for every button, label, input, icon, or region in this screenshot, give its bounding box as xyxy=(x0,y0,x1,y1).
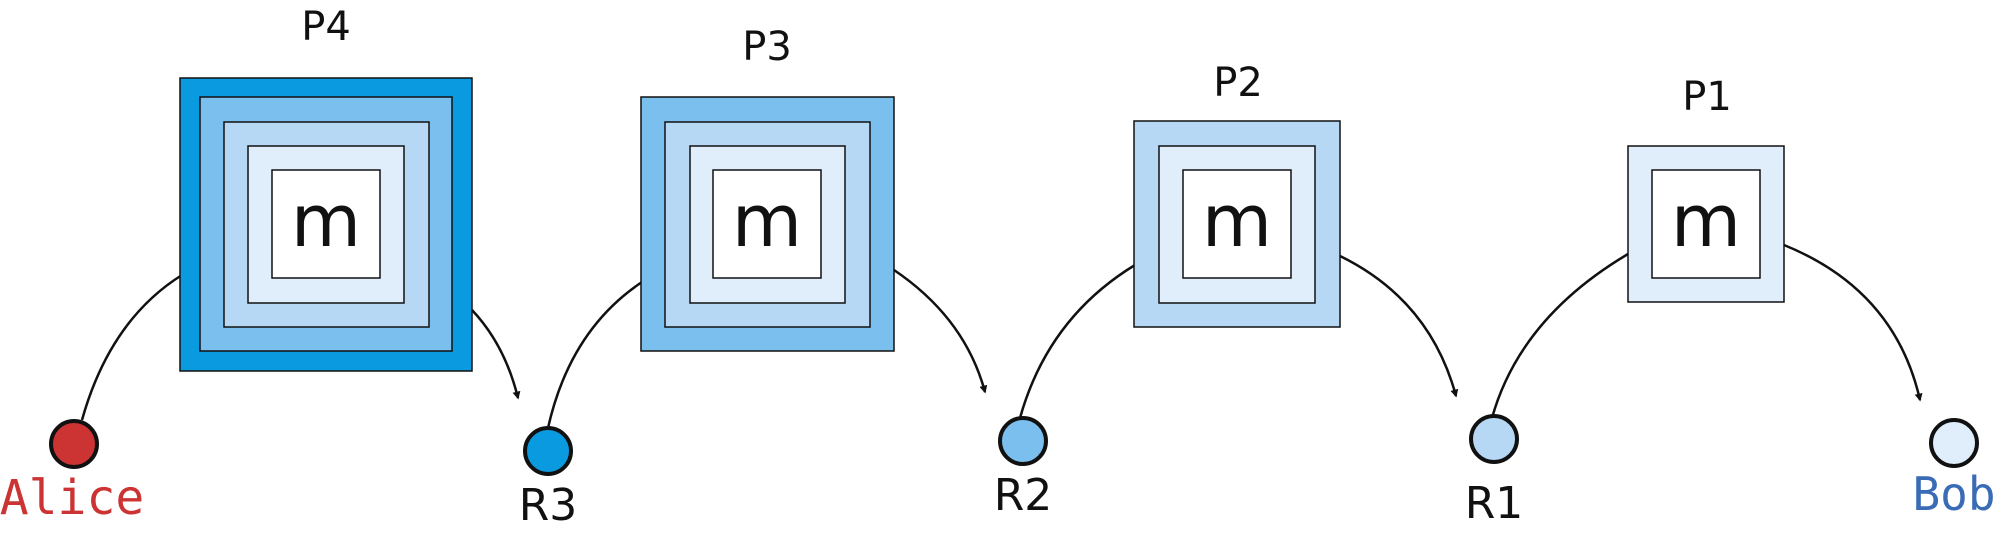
arrow-p1-to-bob xyxy=(1783,243,1923,402)
message-core xyxy=(1651,169,1761,279)
node-label: Alice xyxy=(0,470,144,526)
node-circle xyxy=(1929,418,1979,468)
message-text: m xyxy=(1671,179,1741,263)
message-text: m xyxy=(732,179,802,263)
node-circle xyxy=(49,419,99,469)
arrow-p4-to-r3 xyxy=(471,309,521,400)
packet-p4: P4 m xyxy=(179,4,473,372)
node-circle xyxy=(1469,414,1519,464)
message-core xyxy=(1182,169,1292,279)
hop-curves xyxy=(80,243,1923,429)
node-r3: R3 xyxy=(519,426,578,531)
node-alice: Alice xyxy=(0,419,144,526)
arrow-p3-to-r2 xyxy=(893,268,988,394)
node-r1: R1 xyxy=(1465,414,1524,529)
node-circle xyxy=(998,416,1048,466)
packet-p2: P2 m xyxy=(1133,60,1341,328)
node-label: R1 xyxy=(1465,478,1524,529)
message-core xyxy=(712,169,822,279)
node-label: Bob xyxy=(1912,467,1995,521)
packet-label: P1 xyxy=(1682,74,1732,120)
packet-p3: P3 m xyxy=(640,24,895,352)
node-label: R3 xyxy=(519,480,578,531)
curve-r2-to-p2 xyxy=(1018,263,1136,419)
packet-label: P3 xyxy=(742,24,792,70)
node-label: R2 xyxy=(994,470,1053,521)
message-text: m xyxy=(291,179,361,263)
curve-r3-to-p3 xyxy=(546,280,643,429)
packet-label: P4 xyxy=(301,4,351,50)
node-r2: R2 xyxy=(994,416,1053,521)
node-circle xyxy=(523,426,573,476)
curve-r1-to-p1 xyxy=(1490,252,1629,419)
curve-alice-to-p4 xyxy=(80,273,183,421)
arrow-p2-to-r1 xyxy=(1339,254,1459,398)
packet-label: P2 xyxy=(1213,60,1263,106)
node-bob: Bob xyxy=(1912,418,1996,521)
message-core xyxy=(271,169,381,279)
message-text: m xyxy=(1202,179,1272,263)
packet-p1: P1 m xyxy=(1627,74,1785,303)
